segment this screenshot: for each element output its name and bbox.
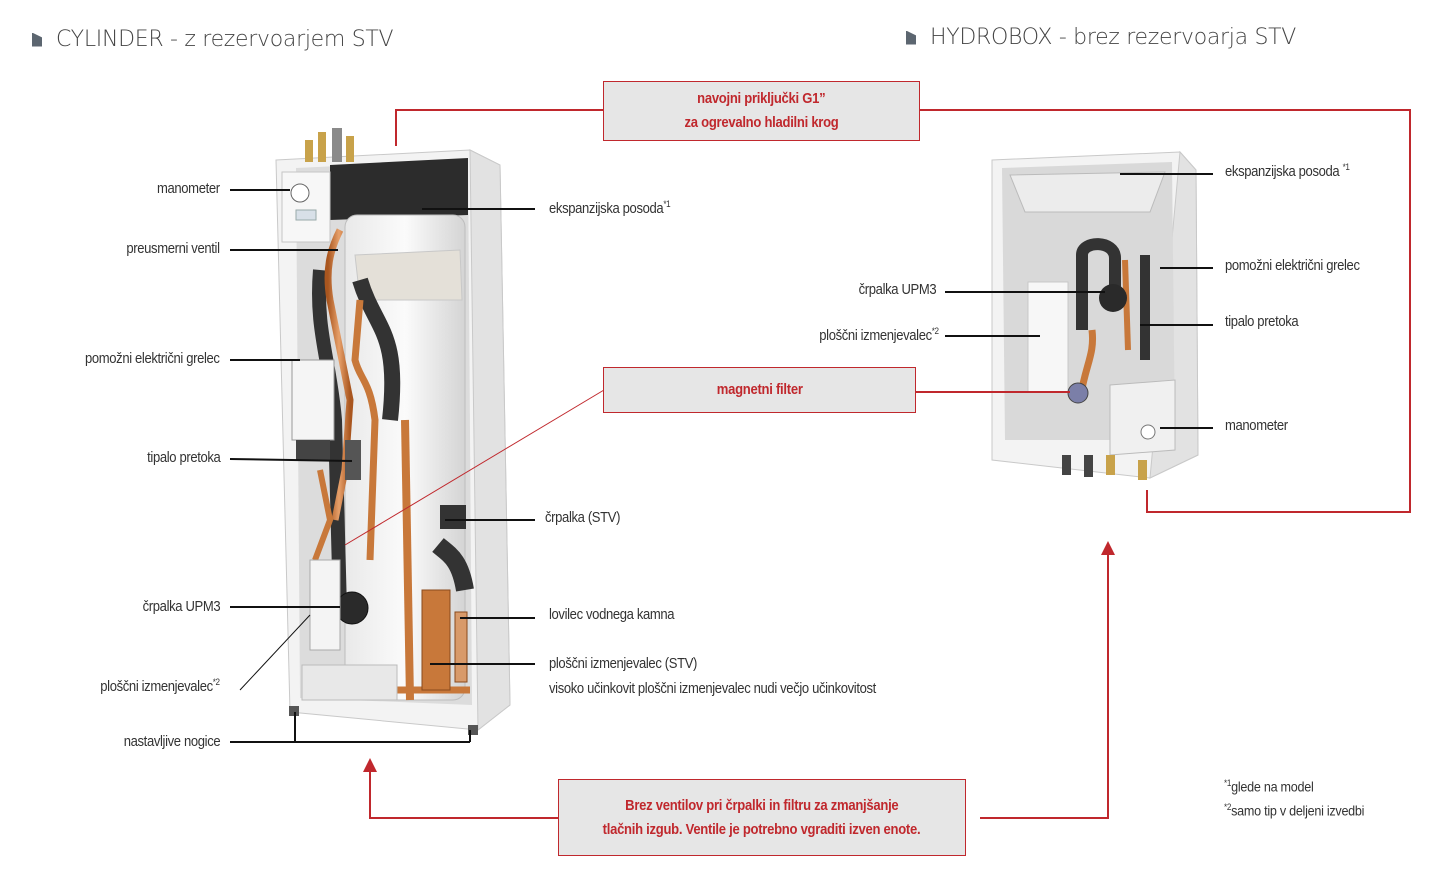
hb-label-manometer: manometer bbox=[1225, 418, 1288, 434]
hydrobox-heading-text: HYDROBOX - brez rezervoarja STV bbox=[930, 25, 1297, 50]
connections-callout-line1: navojni priključki G1” bbox=[697, 91, 826, 107]
valves-callout-line1: Brez ventilov pri črpalki in filtru za z… bbox=[625, 797, 899, 814]
valves-callout-line2: tlačnih izgub. Ventile je potrebno vgrad… bbox=[603, 821, 921, 838]
hb-label-pump-upm3: črpalka UPM3 bbox=[858, 282, 936, 298]
cyl-label-diverter: preusmerni ventil bbox=[126, 241, 221, 257]
cyl-label-plate-hx: ploščni izmenjevalec*2 bbox=[100, 677, 221, 695]
footnote-2: *2samo tip v deljeni izvedbi bbox=[1224, 802, 1364, 819]
footnote-2-mark: *2 bbox=[1224, 802, 1232, 812]
hb-label-plate-hx-sup: *2 bbox=[932, 326, 939, 336]
footnote-1-text: glede na model bbox=[1231, 778, 1314, 795]
cyl-label-expansion-sup: *1 bbox=[663, 199, 671, 209]
cyl-label-expansion-text: ekspanzijska posoda bbox=[549, 200, 664, 217]
cyl-label-plate-hx-sup: *2 bbox=[213, 677, 220, 687]
bullet-icon bbox=[32, 32, 42, 47]
footnote-1: *1glede na model bbox=[1224, 778, 1314, 795]
cylinder-heading: CYLINDER - z rezervoarjem STV bbox=[32, 27, 394, 52]
cyl-label-scale-trap: lovilec vodnega kamna bbox=[549, 607, 675, 623]
cyl-label-manometer: manometer bbox=[157, 181, 220, 197]
cyl-label-plate-hx-dhw: ploščni izmenjevalec (STV) bbox=[549, 656, 698, 672]
cyl-label-feet: nastavljive nogice bbox=[123, 734, 220, 750]
connections-callout-line2: za ogrevalno hladilni krog bbox=[684, 115, 839, 131]
hydrobox-unit bbox=[991, 150, 1199, 480]
cylinder-leaders-right bbox=[422, 208, 535, 665]
cylinder-unit bbox=[275, 128, 511, 735]
cyl-label-pump-upm3: črpalka UPM3 bbox=[142, 599, 220, 615]
footnote-1-mark: *1 bbox=[1224, 778, 1232, 788]
cylinder-heading-text: CYLINDER - z rezervoarjem STV bbox=[56, 27, 394, 52]
cylinder-leaders-left bbox=[229, 189, 471, 743]
hb-label-plate-hx: ploščni izmenjevalec*2 bbox=[819, 326, 940, 344]
hb-label-heater: pomožni električni grelec bbox=[1225, 258, 1360, 274]
hb-label-expansion-text: ekspanzijska posoda bbox=[1225, 163, 1340, 180]
cyl-label-expansion: ekspanzijska posoda*1 bbox=[549, 199, 671, 217]
cyl-label-plate-hx-text: ploščni izmenjevalec bbox=[100, 678, 214, 695]
bullet-icon bbox=[906, 30, 916, 45]
cyl-label-flow-sensor: tipalo pretoka bbox=[146, 450, 221, 466]
cyl-label-pump-dhw: črpalka (STV) bbox=[545, 510, 621, 526]
hb-label-flow-sensor: tipalo pretoka bbox=[1225, 314, 1299, 330]
hb-label-expansion-sup: *1 bbox=[1342, 162, 1350, 172]
hydrobox-leaders bbox=[945, 173, 1213, 429]
footnote-2-text: samo tip v deljeni izvedbi bbox=[1231, 802, 1365, 819]
cyl-label-heater: pomožni električni grelec bbox=[85, 351, 220, 367]
connections-callout: navojni priključki G1” za ogrevalno hlad… bbox=[603, 81, 920, 141]
cyl-label-plate-hx-dhw-note: visoko učinkovit ploščni izmenjevalec nu… bbox=[549, 681, 876, 697]
filter-callout-text: magnetni filter bbox=[716, 382, 803, 398]
red-connectors bbox=[344, 109, 1411, 819]
valves-callout: Brez ventilov pri črpalki in filtru za z… bbox=[558, 779, 966, 856]
hydrobox-heading: HYDROBOX - brez rezervoarja STV bbox=[906, 25, 1296, 50]
filter-callout: magnetni filter bbox=[603, 367, 916, 413]
hb-label-expansion: ekspanzijska posoda *1 bbox=[1225, 162, 1350, 180]
hb-label-plate-hx-text: ploščni izmenjevalec bbox=[819, 327, 933, 344]
